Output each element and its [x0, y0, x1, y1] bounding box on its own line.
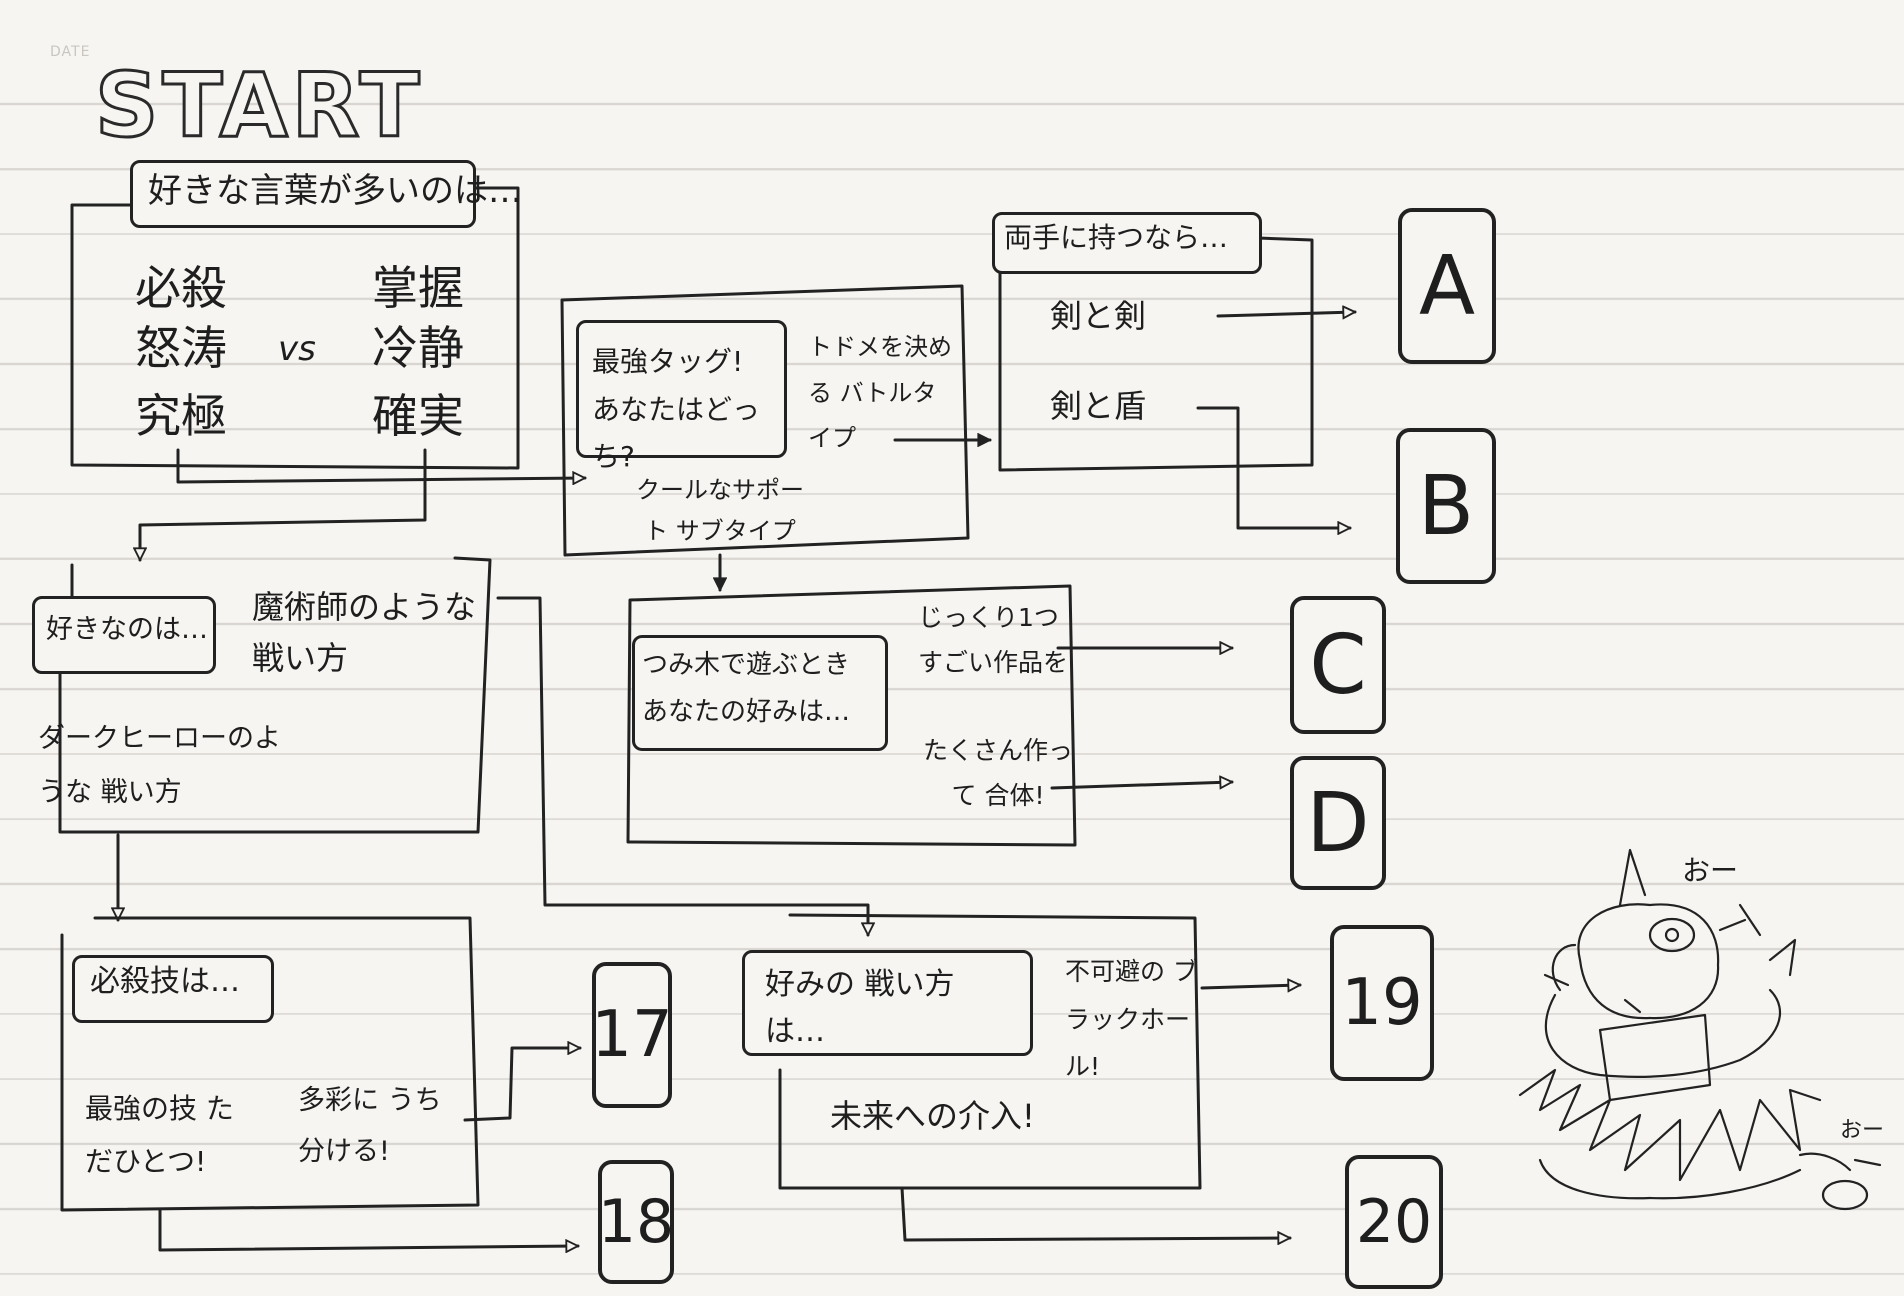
q3-frame: [998, 236, 1314, 472]
q1-right-word-3: 確実: [372, 389, 464, 443]
result-18: 18: [598, 1160, 674, 1284]
q7-label: 好みの 戦い方は…: [765, 967, 955, 1049]
q5-frame: [58, 556, 492, 834]
q6-opt1: 最強の技 ただひとつ!: [85, 1092, 234, 1179]
q7-opt1-arrow: [1200, 985, 1302, 988]
q1-left-arrow: [176, 448, 587, 482]
q4-opt2-arrow: [1050, 782, 1234, 790]
start-title: START: [94, 54, 424, 157]
q5-opt1: 魔術師のような 戦い方: [252, 588, 477, 678]
q7-frame: [778, 913, 1202, 1190]
q5-label-box: [32, 596, 216, 674]
q6-opt2-arrow: [158, 1208, 580, 1250]
q7-opt2: 未来への介入!: [830, 1097, 1035, 1135]
q3-opt1-arrow: [1216, 312, 1357, 316]
doodle-speech-2: おー: [1840, 1118, 1885, 1143]
doodle-speech-1: おー: [1682, 854, 1739, 887]
q4-opt1: じっくり1つ すごい作品を: [918, 603, 1069, 677]
q6-label: 必殺技は…: [90, 964, 240, 999]
q6-label-box: [72, 955, 274, 1023]
q6-opt1-arrow: [463, 1048, 582, 1122]
q1-right-arrow: [140, 448, 427, 562]
q2-label: 最強タッグ! あなたはどっち?: [592, 345, 761, 474]
q1-left-word-3: 究極: [135, 389, 227, 443]
result-a: A: [1398, 208, 1496, 364]
q3-label-box: [992, 212, 1262, 274]
q5-opt2: ダークヒーローのような 戦い方: [38, 723, 281, 808]
result-17: 17: [591, 962, 673, 1108]
result-c: C: [1290, 596, 1386, 734]
q2-frame: [560, 284, 970, 557]
q2-opt1: トドメを決める バトルタイプ: [808, 333, 952, 453]
doodle-character: [1518, 848, 1882, 1211]
q6-opt2: 多彩に うち分ける!: [298, 1085, 442, 1168]
q4-opt2: たくさん作って 合体!: [922, 736, 1073, 810]
q7-label-box: [742, 950, 1033, 1056]
q1-label-box: [130, 160, 476, 228]
q3-label: 両手に持つなら…: [1004, 221, 1229, 254]
date-label: DATE: [50, 44, 91, 60]
q3-opt1: 剣と剣: [1050, 297, 1147, 335]
q2-opt2: クールなサポート サブタイプ: [636, 476, 804, 545]
result-20: 20: [1345, 1155, 1443, 1289]
q4-frame: [626, 584, 1077, 847]
result-b: B: [1396, 428, 1496, 584]
q6-frame: [60, 916, 480, 1212]
q1-vs: vs: [278, 329, 316, 369]
q7-opt1: 不可避の ブラックホール!: [1065, 957, 1198, 1081]
q5-label: 好きなのは…: [46, 614, 208, 645]
q1-right-word-1: 掌握: [372, 261, 464, 315]
result-d: D: [1290, 756, 1386, 890]
q7-opt2-arrow: [900, 1186, 1292, 1240]
q3-opt2-arrow: [1196, 406, 1352, 528]
q1-right-word-2: 冷静: [372, 321, 464, 375]
q3-opt2: 剣と盾: [1050, 387, 1147, 425]
q4-label-box: [632, 635, 888, 751]
q4-label: つみ木で遊ぶとき あなたの好みは…: [642, 650, 851, 727]
q1-left-word-1: 必殺: [135, 261, 227, 315]
q1-label: 好きな言葉が多いのは…: [148, 171, 522, 211]
q1-left-word-2: 怒涛: [135, 321, 227, 375]
q2-label-box: [576, 320, 787, 458]
result-19: 19: [1330, 925, 1434, 1081]
q1-frame: [70, 186, 520, 470]
